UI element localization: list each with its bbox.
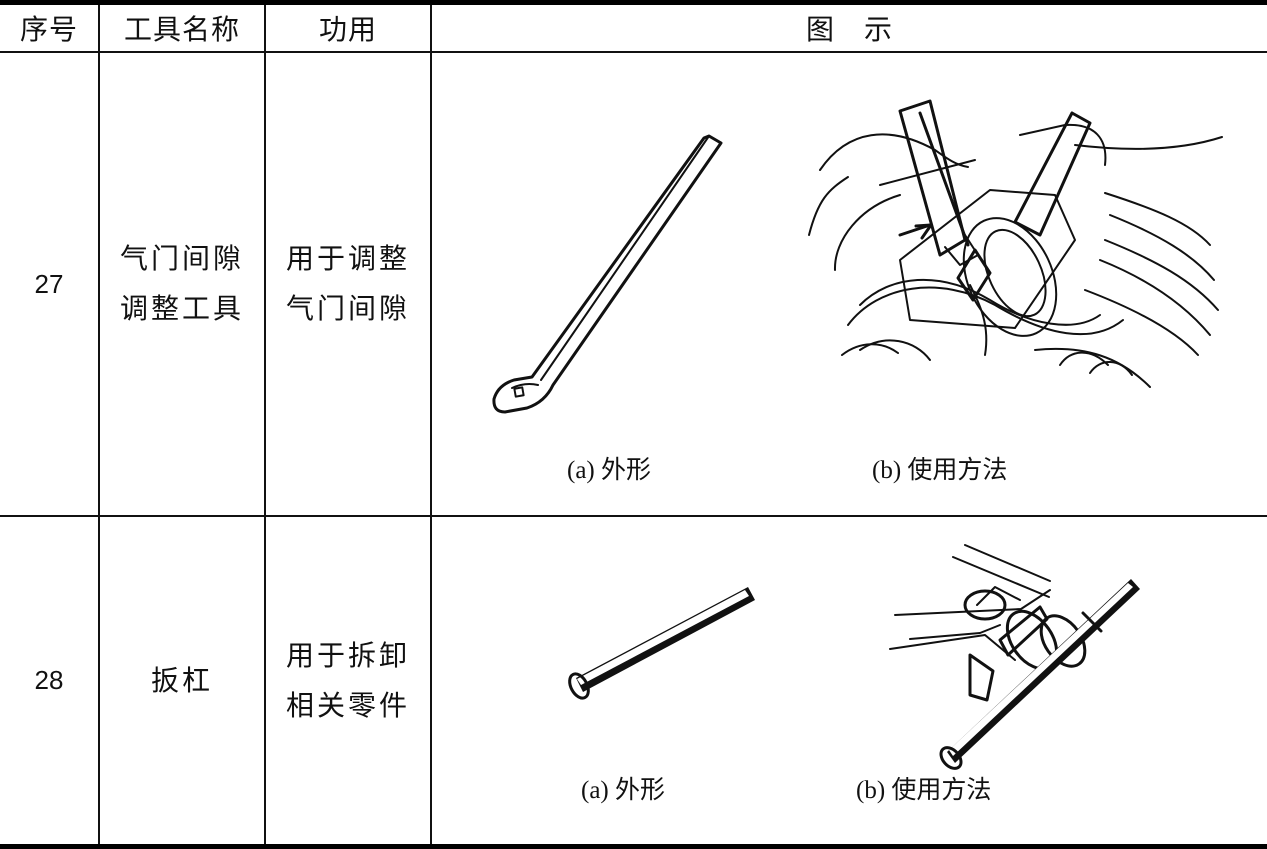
column-divider-index bbox=[98, 5, 100, 844]
column-divider-tool-name bbox=[264, 5, 266, 844]
table-bottom-border bbox=[0, 844, 1267, 849]
row-27-tool-name-line1: 气门间隙 bbox=[119, 242, 244, 275]
header-separator bbox=[0, 51, 1267, 53]
column-divider-function bbox=[430, 5, 432, 844]
header-tool-name: 工具名称 bbox=[123, 13, 240, 46]
header-index: 序号 bbox=[19, 13, 78, 46]
bar-tool-illustration bbox=[568, 587, 755, 700]
valve-adjustment-illustration bbox=[808, 99, 1223, 388]
row-28-caption-a: (a) 外形 bbox=[581, 777, 665, 804]
row-28-index: 28 bbox=[34, 665, 64, 695]
row-separator bbox=[0, 515, 1267, 517]
row-28-tool-name: 扳杠 bbox=[150, 663, 213, 697]
bar-usage-illustration bbox=[889, 544, 1140, 770]
row-27-caption-a: (a) 外形 bbox=[567, 457, 651, 484]
row-28-function: 用于拆卸相关零件 bbox=[266, 517, 430, 844]
row-27-caption-b: (b) 使用方法 bbox=[872, 457, 1008, 484]
row-28-caption-b: (b) 使用方法 bbox=[856, 777, 992, 804]
feeler-tool-illustration bbox=[492, 134, 723, 414]
row-27-index: 27 bbox=[34, 268, 64, 299]
row-27-function-line2: 气门间隙 bbox=[285, 292, 410, 325]
header-function: 功用 bbox=[318, 13, 377, 46]
header-illustration: 图 示 bbox=[805, 13, 893, 46]
row-28-function-line2: 相关零件 bbox=[285, 688, 410, 722]
row-28-function-line1: 用于拆卸 bbox=[285, 638, 410, 672]
row-27-function-line1: 用于调整 bbox=[285, 242, 410, 275]
row-27-tool-name-line2: 调整工具 bbox=[119, 292, 244, 325]
row-27-function: 用于调整气门间隙 bbox=[266, 53, 430, 515]
row-27-tool-name: 气门间隙调整工具 bbox=[100, 53, 264, 515]
table-top-border bbox=[0, 0, 1267, 5]
